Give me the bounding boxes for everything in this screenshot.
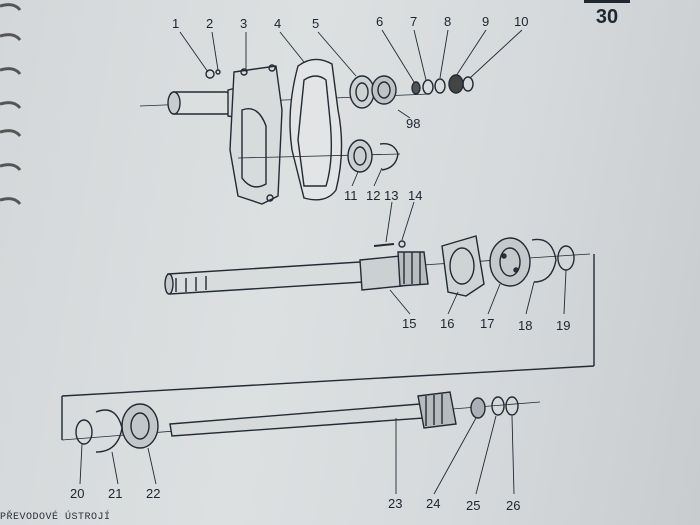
label-22: 22: [146, 486, 160, 501]
label-2: 2: [206, 16, 213, 31]
part-main-shaft: [164, 251, 429, 295]
label-6: 6: [376, 14, 383, 29]
label-8: 8: [444, 14, 451, 29]
label-17: 17: [480, 316, 494, 331]
label-25: 25: [466, 498, 480, 513]
label-12: 12: [366, 188, 380, 203]
part-gasket: [289, 58, 343, 201]
part-housing-shaft: [167, 64, 283, 205]
label-16: 16: [440, 316, 454, 331]
label-10: 10: [514, 14, 528, 29]
label-19: 19: [556, 318, 570, 333]
spiral-binding: [0, 3, 22, 205]
label-4: 4: [274, 16, 281, 31]
part-layshaft: [169, 391, 457, 437]
part-seal: [349, 75, 375, 109]
label-14: 14: [408, 188, 422, 203]
label-18: 18: [518, 318, 532, 333]
label-11: 11: [344, 188, 358, 203]
label-98: 98: [406, 116, 420, 131]
label-21: 21: [108, 486, 122, 501]
label-9: 9: [482, 14, 489, 29]
page-number: 30: [584, 0, 630, 31]
label-20: 20: [70, 486, 84, 501]
label-23: 23: [388, 496, 402, 511]
label-7: 7: [410, 14, 417, 29]
label-26: 26: [506, 498, 520, 513]
label-24: 24: [426, 496, 440, 511]
label-13: 13: [384, 188, 398, 203]
label-15: 15: [402, 316, 416, 331]
footer-section-title: PŘEVODOVÉ ÚSTROJÍ: [0, 512, 111, 523]
label-5: 5: [312, 16, 319, 31]
label-1: 1: [172, 16, 179, 31]
label-3: 3: [240, 16, 247, 31]
